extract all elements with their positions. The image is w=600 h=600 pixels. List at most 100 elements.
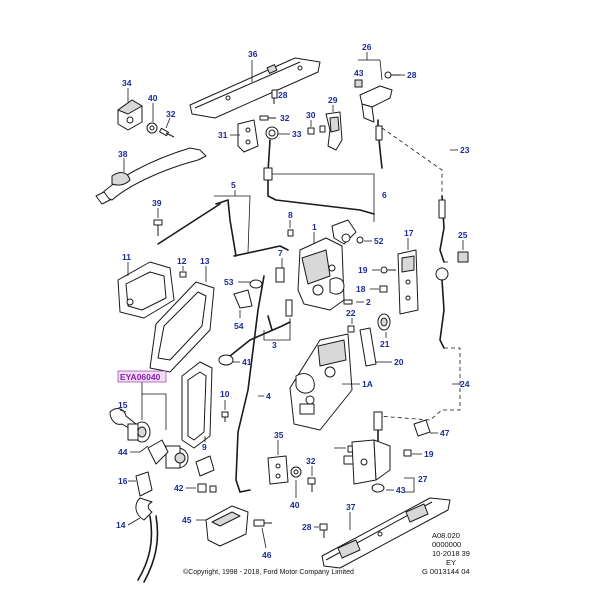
- callout-17: 17: [404, 228, 414, 238]
- part-42-screw: [186, 483, 217, 493]
- part-28-lower-screw: [314, 523, 328, 538]
- callout-40: 40: [290, 500, 300, 510]
- part-5-rod: [157, 190, 289, 257]
- callout-labels: 36 26 43 28 34 40 32 28 29 30 32 31 33 3…: [116, 42, 470, 560]
- part-40-washer: [290, 466, 302, 498]
- callout-11: 11: [122, 252, 131, 262]
- part-4-rod: [235, 275, 265, 493]
- callout-43: 43: [396, 485, 406, 495]
- callout-39: 39: [152, 198, 162, 208]
- callout-13: 13: [200, 256, 210, 266]
- part-13-seal: [149, 266, 215, 373]
- part-12-screw: [179, 266, 187, 278]
- part-18-screw: [370, 285, 388, 293]
- info-line-4: EY: [446, 558, 456, 567]
- callout-22: 22: [346, 308, 356, 318]
- part-32-screw: [307, 466, 316, 492]
- callout-44: 44: [118, 447, 128, 457]
- callout-38: 38: [118, 149, 128, 159]
- callout-36: 36: [248, 49, 258, 59]
- callout-28: 28: [278, 90, 288, 100]
- part-14-cable: [127, 497, 159, 583]
- callout-35: 35: [274, 430, 284, 440]
- callout-5: 5: [231, 180, 236, 190]
- callout-21: 21: [380, 339, 390, 349]
- part-45-plate: [196, 505, 249, 547]
- callout-19: 19: [358, 265, 368, 275]
- callout-52: 52: [374, 236, 384, 246]
- part-6-rod: [263, 167, 375, 245]
- callout-47: 47: [440, 428, 450, 438]
- callout-31: 31: [218, 130, 228, 140]
- part-41-clip: [218, 354, 240, 366]
- part-3-rod: [229, 299, 293, 357]
- callout-1: 1: [312, 222, 317, 232]
- callout-42: 42: [174, 483, 184, 493]
- part-26-bracket: [354, 52, 405, 123]
- info-line-1: A08.020: [432, 531, 460, 540]
- callout-53: 53: [224, 277, 234, 287]
- part-21-bushing: [377, 313, 391, 338]
- callout-8: 8: [288, 210, 293, 220]
- callout-14: 14: [116, 520, 126, 530]
- callout-28: 28: [302, 522, 312, 532]
- part-38-handle: [95, 147, 207, 205]
- callout-9: 9: [202, 442, 207, 452]
- callout-30: 30: [306, 110, 316, 120]
- part-1-latch: [287, 220, 345, 311]
- callout-10: 10: [220, 389, 230, 399]
- callout-2: 2: [366, 297, 371, 307]
- callout-54: 54: [234, 321, 244, 331]
- part-31-bracket: [230, 89, 290, 173]
- callout-12: 12: [177, 256, 187, 266]
- part-46-pin: [253, 519, 272, 549]
- part-9-plate: [181, 361, 213, 449]
- part-29-clip: [307, 105, 343, 151]
- info-line-2: 0000000: [432, 540, 461, 549]
- callout-33: 33: [292, 129, 302, 139]
- callout-20: 20: [394, 357, 404, 367]
- callout-28: 28: [407, 70, 417, 80]
- callout-24: 24: [460, 379, 470, 389]
- part-20-rod: [359, 327, 392, 367]
- reference-box-label: EYA06040: [120, 372, 161, 382]
- callout-19: 19: [424, 449, 434, 459]
- part-1A-lock: [289, 333, 360, 431]
- callout-18: 18: [356, 284, 366, 294]
- callout-32: 32: [306, 456, 316, 466]
- part-36-top-panel: [189, 57, 321, 119]
- callout-40: 40: [148, 93, 158, 103]
- part-7-clip: [233, 258, 285, 318]
- callout-45: 45: [182, 515, 192, 525]
- callout-6: 6: [382, 190, 387, 200]
- callout-43: 43: [354, 68, 364, 78]
- callout-41: 41: [242, 357, 252, 367]
- callout-34: 34: [122, 78, 132, 88]
- callout-4: 4: [266, 391, 271, 401]
- part-39-screw: [153, 208, 163, 236]
- callout-1A: 1A: [362, 379, 373, 389]
- callout-15: 15: [118, 400, 128, 410]
- part-35-plate: [267, 440, 289, 485]
- callout-27: 27: [418, 474, 428, 484]
- part-11-cover: [117, 261, 175, 319]
- callout-46: 46: [262, 550, 272, 560]
- part-27-bracket: [351, 439, 415, 493]
- part-19-screw: [372, 266, 396, 274]
- part-23-rod: [375, 119, 458, 263]
- part-10-screw: [221, 400, 229, 422]
- callout-3: 3: [272, 340, 277, 350]
- callout-32: 32: [280, 113, 290, 123]
- part-2-screw: [343, 299, 364, 305]
- callout-25: 25: [458, 230, 468, 240]
- callout-16: 16: [118, 476, 128, 486]
- callout-7: 7: [278, 248, 283, 258]
- callout-23: 23: [460, 145, 470, 155]
- ref-group-cylinders: [127, 382, 215, 477]
- reference-box[interactable]: EYA06040: [117, 370, 167, 383]
- callout-37: 37: [346, 502, 356, 512]
- callout-32: 32: [166, 109, 176, 119]
- callout-29: 29: [328, 95, 338, 105]
- part-22-screw: [347, 318, 355, 333]
